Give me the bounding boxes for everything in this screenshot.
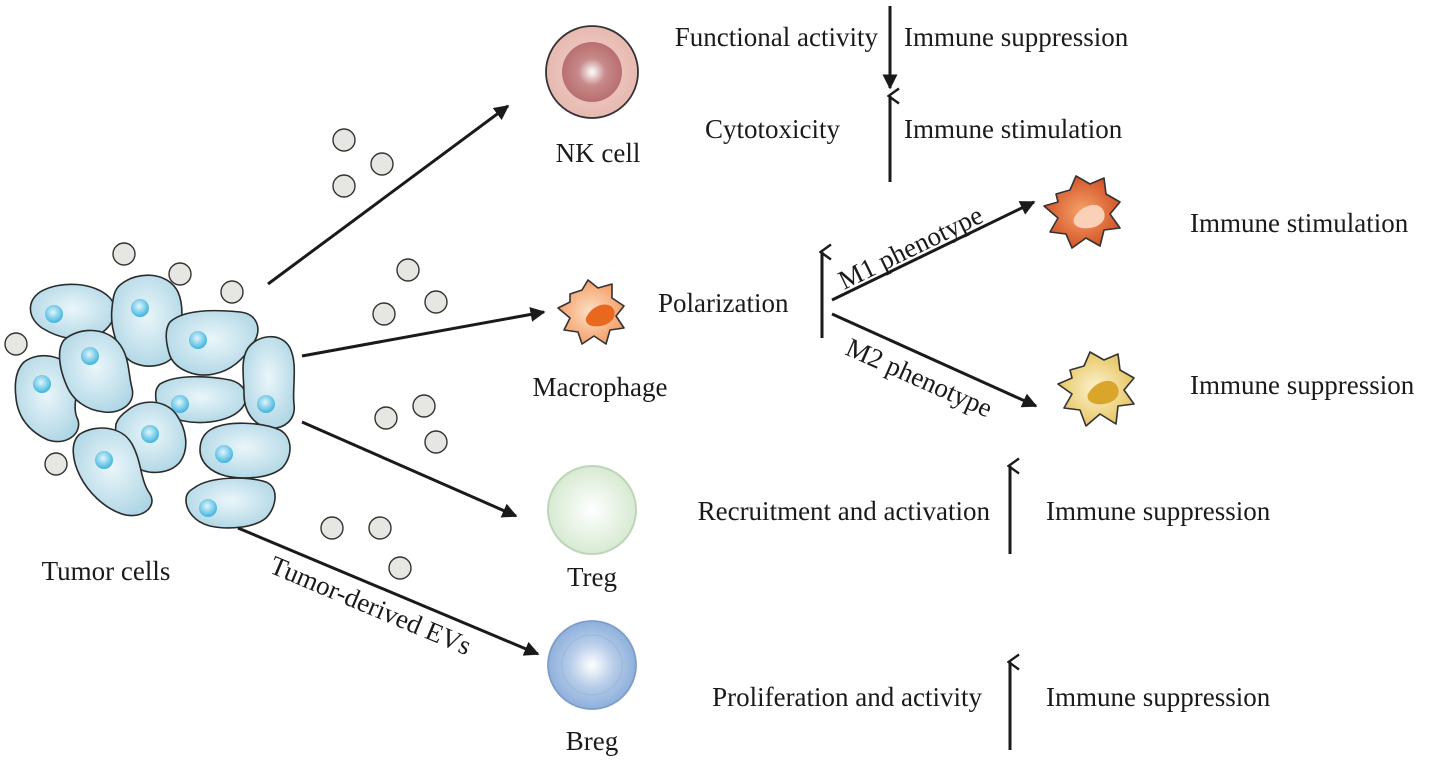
treg-cell <box>547 465 637 555</box>
tumor-cell <box>58 329 134 413</box>
arrow-to-macrophage <box>301 307 546 358</box>
ev-particle <box>374 406 398 430</box>
ev-particle <box>4 332 28 356</box>
tumor-nucleus <box>95 451 113 469</box>
ev-particle <box>412 394 436 418</box>
proliferation-activity-label: Proliferation and activity <box>712 682 982 712</box>
ev-particle <box>396 258 420 282</box>
tumor-cell <box>199 422 291 479</box>
ev-particle <box>388 556 412 580</box>
arrow-to-m2 <box>831 312 1038 408</box>
tumor-cell <box>242 335 296 429</box>
m1-immune-stimulation-label: Immune stimulation <box>1190 208 1409 238</box>
cytotoxicity-label: Cytotoxicity <box>705 114 841 144</box>
tumor-cluster <box>14 274 296 529</box>
macrophage-cell <box>557 279 625 345</box>
m2-macrophage-cell <box>1057 351 1135 427</box>
tumor-nucleus <box>171 395 189 413</box>
arrow-to-m1 <box>831 200 1036 302</box>
tumor-cell <box>165 309 259 376</box>
ev-particle <box>332 128 356 152</box>
tumor-cell <box>72 427 153 517</box>
recruitment-activation-label: Recruitment and activation <box>698 496 991 526</box>
nk-immune-stimulation-label: Immune stimulation <box>904 114 1123 144</box>
tumor-evs-label: Tumor-derived EVs <box>266 550 476 661</box>
treg-immune-suppression-label: Immune suppression <box>1046 496 1271 526</box>
tumor-cell <box>110 274 183 367</box>
arrow-to-breg <box>237 526 540 656</box>
ev-particles <box>4 128 448 580</box>
ev-particle <box>44 452 68 476</box>
breg-immune-suppression-label: Immune suppression <box>1046 682 1271 712</box>
tumor-cells-label: Tumor cells <box>42 556 171 586</box>
ev-particle <box>332 174 356 198</box>
tumor-nucleus <box>33 375 51 393</box>
nk-cell <box>545 25 639 119</box>
tumor-nucleus <box>257 395 275 413</box>
tumor-cell <box>185 477 276 529</box>
m1-phenotype-label: M1 phenotype <box>833 200 987 296</box>
arrow-to-nk <box>267 104 510 286</box>
tumor-cell <box>29 283 116 340</box>
functional-activity-label: Functional activity <box>675 22 879 52</box>
ev-particle <box>220 280 244 304</box>
ev-particle <box>168 262 192 286</box>
ev-particle <box>372 302 396 326</box>
tumor-nucleus <box>141 425 159 443</box>
tumor-nucleus <box>81 347 99 365</box>
macrophage-label: Macrophage <box>533 372 668 402</box>
tumor-nucleus <box>189 331 207 349</box>
nk-immune-suppression-label: Immune suppression <box>904 22 1129 52</box>
tumor-nucleus <box>131 299 149 317</box>
ev-particle <box>370 152 394 176</box>
tumor-nucleus <box>45 305 63 323</box>
arrow-to-treg <box>301 420 518 518</box>
ev-particle <box>424 430 448 454</box>
treg-label: Treg <box>567 562 617 592</box>
nk-cell-label: NK cell <box>556 138 641 168</box>
m2-immune-suppression-label: Immune suppression <box>1190 370 1415 400</box>
ev-particle <box>424 290 448 314</box>
polarization-label: Polarization <box>658 288 789 318</box>
tumor-nucleus <box>215 445 233 463</box>
ev-particle <box>112 242 136 266</box>
m1-macrophage-cell <box>1043 175 1121 249</box>
breg-label: Breg <box>566 726 618 756</box>
ev-particle <box>368 516 392 540</box>
tumor-nucleus <box>199 499 217 517</box>
ev-particle <box>320 516 344 540</box>
breg-cell <box>547 620 637 710</box>
